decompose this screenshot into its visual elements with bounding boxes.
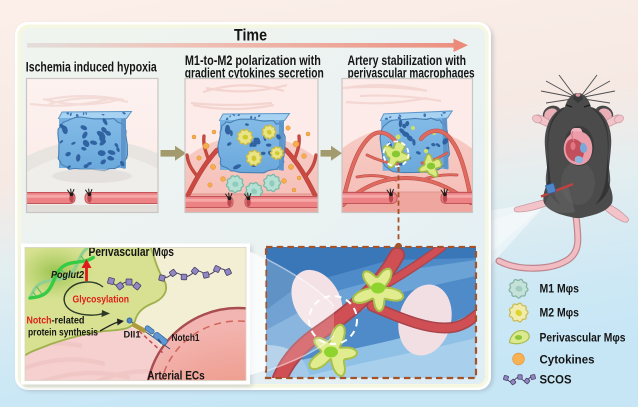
svg-text:gradient cytokines secretion: gradient cytokines secretion — [185, 65, 324, 80]
svg-text:SCOS: SCOS — [540, 373, 572, 387]
svg-text:M1 Mφs: M1 Mφs — [540, 282, 580, 296]
svg-text:Ischemia induced hypoxia: Ischemia induced hypoxia — [26, 59, 157, 74]
svg-text:Perivascular Mφs: Perivascular Mφs — [540, 331, 626, 345]
svg-text:Perivascular Mφs: Perivascular Mφs — [89, 245, 175, 259]
svg-text:protein synthesis: protein synthesis — [28, 327, 98, 339]
svg-text:Notch1: Notch1 — [172, 333, 200, 344]
svg-text:-related: -related — [52, 315, 85, 327]
svg-text:Poglut2: Poglut2 — [51, 269, 84, 281]
svg-text:M2 Mφs: M2 Mφs — [540, 306, 580, 320]
svg-text:Dll1: Dll1 — [124, 329, 142, 340]
svg-text:Time: Time — [234, 26, 267, 44]
svg-text:Artery stabilization with: Artery stabilization with — [348, 53, 467, 68]
svg-text:perivascular macrophages: perivascular macrophages — [348, 65, 475, 80]
svg-text:Cytokines: Cytokines — [540, 353, 595, 367]
svg-text:M1-to-M2 polarization with: M1-to-M2 polarization with — [185, 53, 321, 68]
svg-text:Glycosylation: Glycosylation — [73, 295, 130, 306]
svg-text:Notch: Notch — [27, 315, 52, 327]
svg-text:Arterial ECs: Arterial ECs — [147, 368, 205, 382]
